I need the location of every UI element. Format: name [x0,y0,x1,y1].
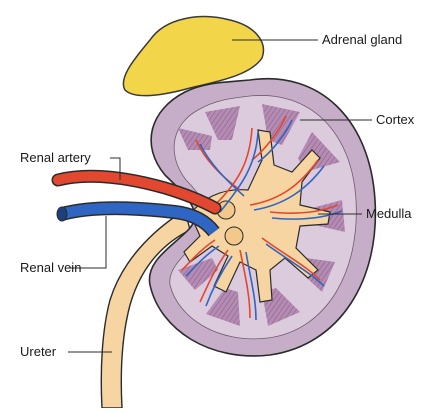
pelvis-circle-2 [225,227,243,245]
label-adrenal-gland: Adrenal gland [322,32,402,48]
label-medulla: Medulla [366,206,412,222]
renal-vein-opening [57,207,67,221]
label-cortex: Cortex [376,112,414,128]
label-ureter: Ureter [20,344,56,360]
label-renal-vein: Renal vein [20,260,81,276]
label-renal-artery: Renal artery [20,150,91,166]
